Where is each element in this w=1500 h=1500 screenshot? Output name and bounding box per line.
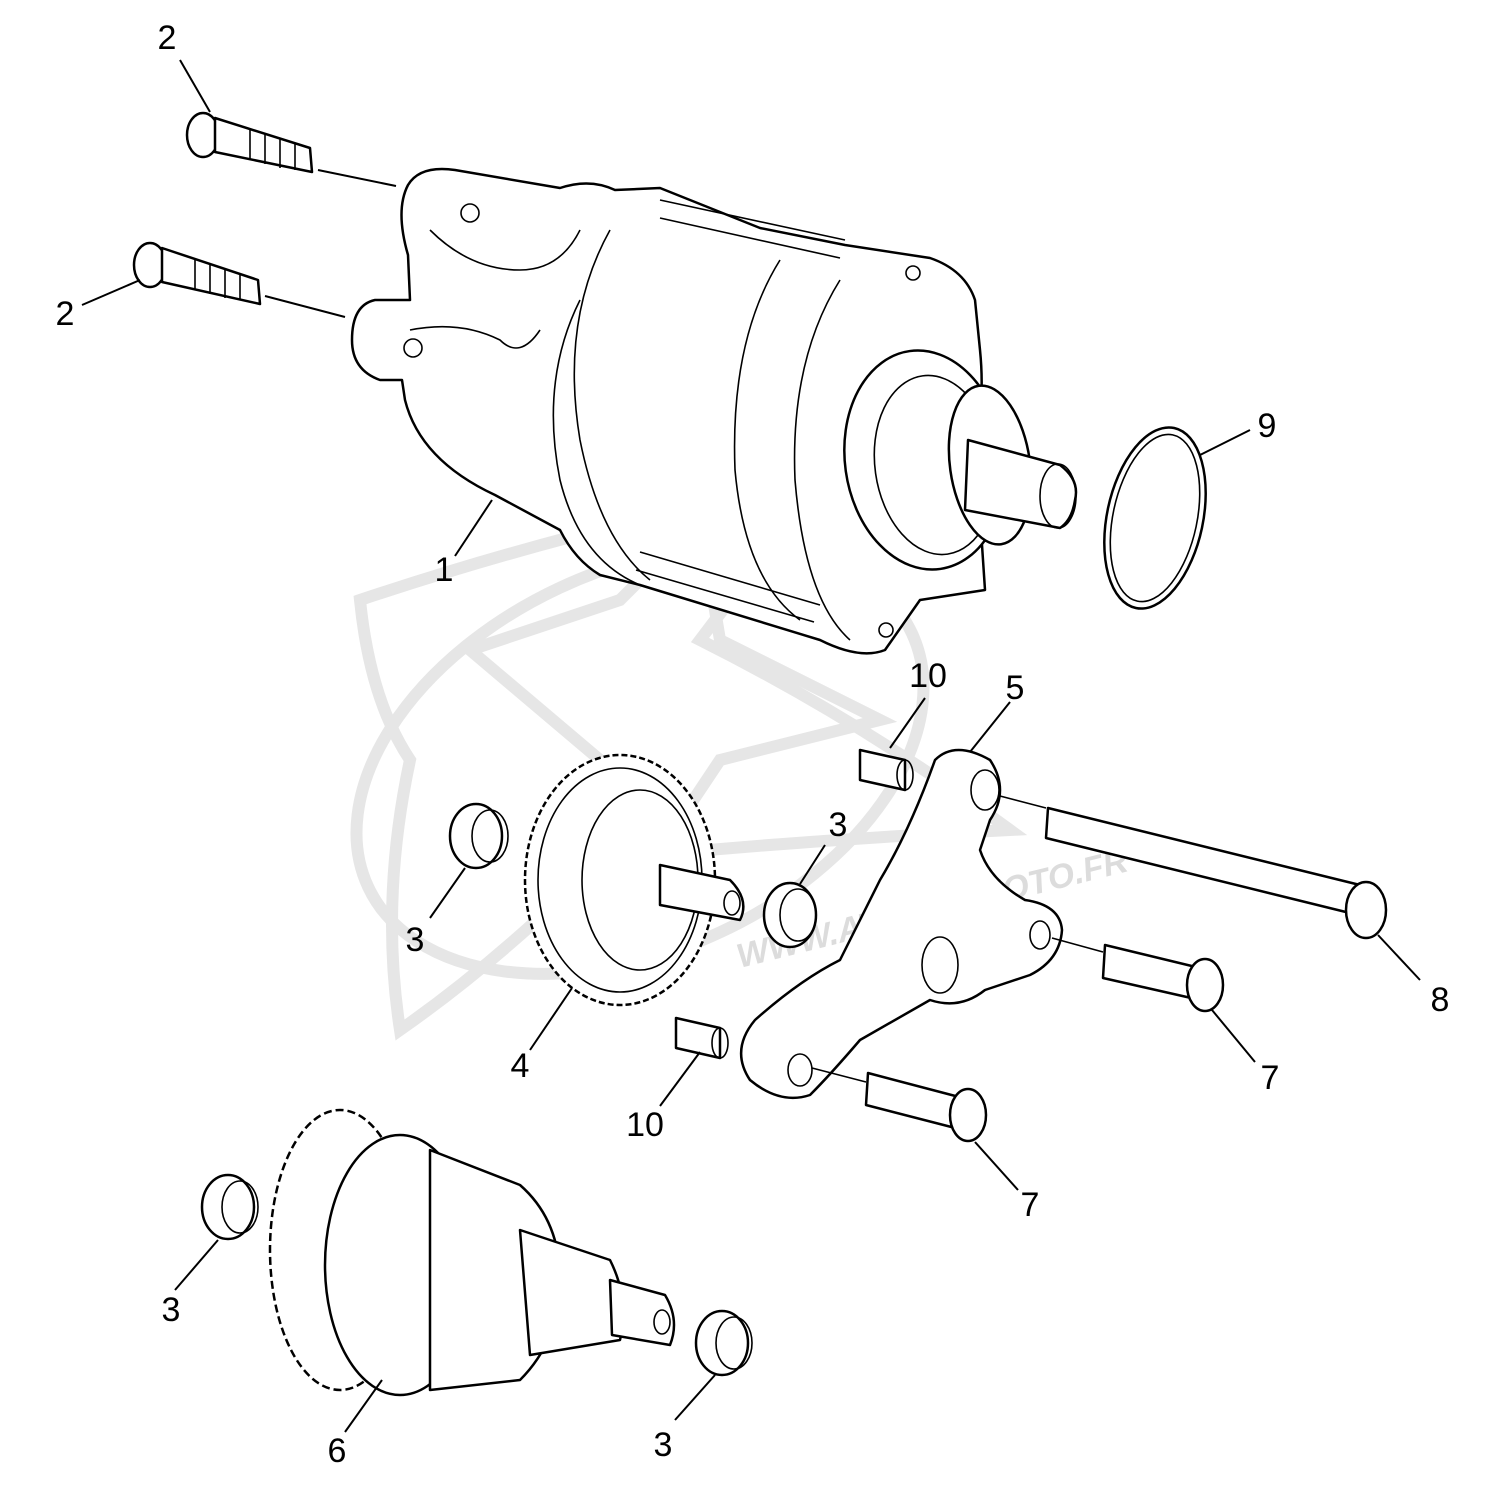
needle-bearing bbox=[448, 802, 509, 870]
callout-3: 3 bbox=[406, 921, 425, 959]
bolt-lower bbox=[132, 241, 262, 306]
callout-6: 6 bbox=[328, 1432, 347, 1470]
callout-4: 4 bbox=[511, 1047, 530, 1085]
callout-3: 3 bbox=[162, 1291, 181, 1329]
starter-clutch-gear bbox=[268, 1108, 676, 1397]
bolt-short bbox=[811, 1067, 988, 1143]
callout-8: 8 bbox=[1431, 981, 1450, 1019]
callout-10: 10 bbox=[626, 1106, 664, 1144]
starter-motor bbox=[350, 167, 1078, 655]
idler-gear bbox=[523, 753, 745, 1007]
callout-2: 2 bbox=[158, 19, 177, 57]
long-bolt bbox=[999, 795, 1388, 940]
bolt-upper bbox=[185, 111, 314, 174]
dowel-pin bbox=[674, 1016, 729, 1060]
o-ring bbox=[1103, 426, 1207, 610]
callout-3: 3 bbox=[829, 806, 848, 844]
needle-bearing bbox=[762, 881, 818, 949]
bolt-short bbox=[1051, 937, 1225, 1013]
callout-2: 2 bbox=[56, 295, 75, 333]
bracket bbox=[739, 748, 1064, 1100]
callout-3: 3 bbox=[654, 1426, 673, 1464]
callout-1: 1 bbox=[435, 551, 454, 589]
needle-bearing bbox=[694, 1309, 753, 1377]
callout-7: 7 bbox=[1021, 1186, 1040, 1224]
needle-bearing bbox=[200, 1173, 259, 1241]
dowel-pin bbox=[858, 748, 914, 792]
callout-9: 9 bbox=[1258, 407, 1277, 445]
callout-10: 10 bbox=[909, 657, 947, 695]
callout-5: 5 bbox=[1006, 669, 1025, 707]
callout-7: 7 bbox=[1261, 1059, 1280, 1097]
